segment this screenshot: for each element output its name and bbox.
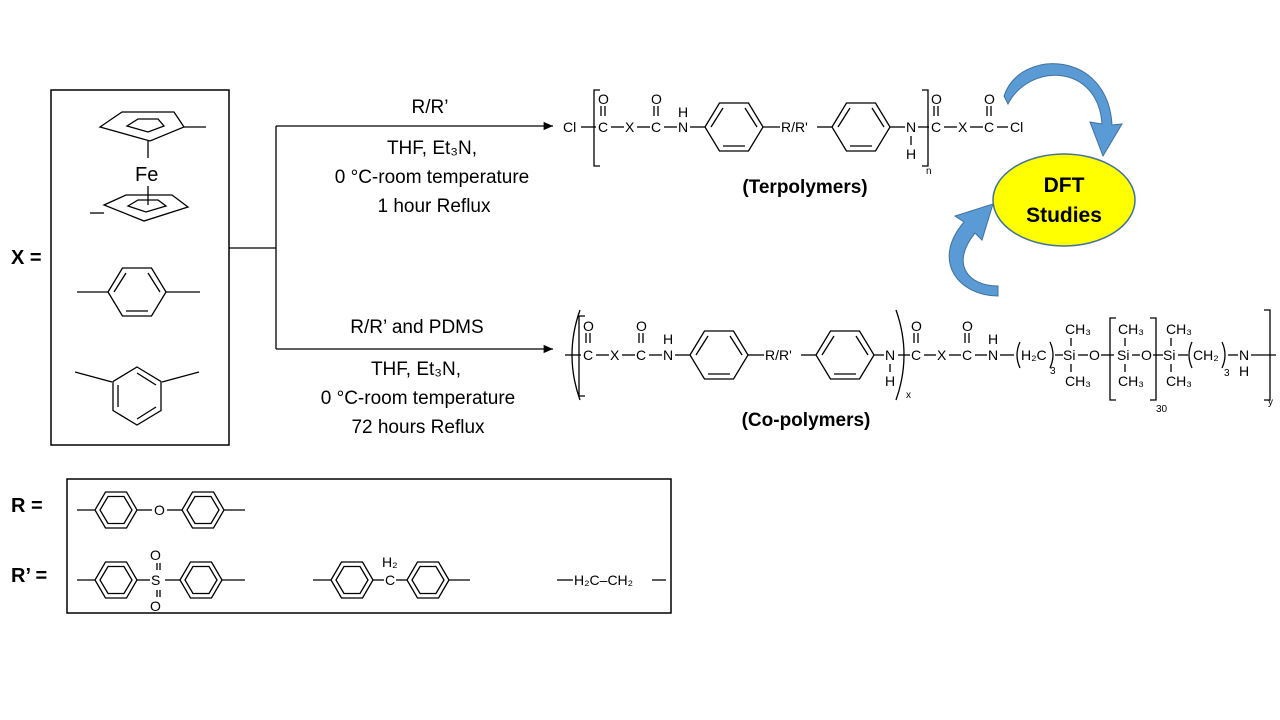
dft-curved-arrow-top [1003,63,1123,158]
svg-text:C: C [911,347,921,363]
svg-text:O: O [962,318,973,334]
terpolymer-caption: (Terpolymers) [742,177,867,198]
copolymer-structure: C O X C O N H R/R' N H x C O X C O N [565,309,1276,415]
svg-text:3: 3 [1224,368,1230,379]
top-condition-line-1: THF, Et₃N, [387,138,477,159]
svg-text:X: X [610,347,620,363]
svg-text:Cl: Cl [1010,119,1023,135]
dft-curved-arrow-bottom [948,203,999,297]
svg-text:Si: Si [1163,347,1175,363]
svg-text:CH₃: CH₃ [1118,373,1144,389]
svg-text:Si: Si [1063,347,1075,363]
dft-label-line-2: Studies [1026,204,1102,227]
svg-text:H: H [678,104,688,120]
svg-text:O: O [931,91,942,107]
svg-text:C: C [651,119,661,135]
svg-text:C: C [962,347,972,363]
svg-text:O: O [911,318,922,334]
svg-text:N: N [906,119,916,135]
svg-text:H: H [906,146,916,162]
svg-text:N: N [988,347,998,363]
svg-text:C: C [385,572,395,588]
svg-text:H: H [1239,363,1249,379]
svg-text:C: C [984,119,994,135]
bottom-condition-line-1: THF, Et₃N, [371,359,461,380]
bottom-condition-line-2: 0 °C-room temperature [321,388,516,409]
r-substituent-box [66,478,672,614]
r-definition-label: R = [11,495,43,517]
svg-text:H: H [885,373,895,389]
bottom-reagent-label: R/R’ and PDMS [350,317,483,338]
ferrocene-structure: Fe [90,111,206,222]
svg-text:O: O [984,91,995,107]
svg-text:C: C [598,119,608,135]
svg-text:C: C [931,119,941,135]
x-substituent-box [50,89,230,446]
svg-text:O: O [154,502,165,518]
svg-text:CH₂: CH₂ [1193,347,1219,363]
svg-text:X: X [625,119,635,135]
svg-text:X: X [958,119,968,135]
svg-text:O: O [636,318,647,334]
svg-text:CH₃: CH₃ [1065,373,1091,389]
svg-text:R/R': R/R' [765,347,792,363]
svg-text:CH₃: CH₃ [1118,321,1144,337]
svg-text:Cl: Cl [563,119,576,135]
diphenyl-sulfone-structure: S O O [77,547,245,614]
svg-text:H: H [988,331,998,347]
iron-label: Fe [135,164,158,186]
svg-text:C: C [583,347,593,363]
svg-text:CH₃: CH₃ [1166,373,1192,389]
ethylene-linker-structure: H₂C–CH₂ [557,572,666,588]
bottom-condition-line-3: 72 hours Reflux [351,417,485,438]
svg-text:n: n [926,166,932,177]
svg-text:O: O [598,91,609,107]
x-definition-label: X = [11,247,42,269]
svg-text:x: x [906,390,911,401]
svg-text:R/R': R/R' [781,119,808,135]
terpolymer-structure: Cl C O X C O N H R/R' N H n C O X C [563,89,1023,177]
top-reagent-label: R/R’ [412,97,449,118]
svg-text:Si: Si [1117,347,1129,363]
svg-text:CH₃: CH₃ [1166,321,1192,337]
svg-text:O: O [651,91,662,107]
top-condition-line-2: 0 °C-room temperature [335,167,530,188]
diphenylmethane-structure: C H₂ [313,554,470,599]
svg-text:H₂: H₂ [382,554,398,570]
r-prime-definition-label: R’ = [11,565,47,587]
top-condition-line-3: 1 hour Reflux [377,196,491,217]
reaction-arrows [229,121,553,354]
svg-text:O: O [150,598,161,614]
svg-text:CH₃: CH₃ [1065,321,1091,337]
svg-text:H₂C: H₂C [1021,347,1047,363]
diphenyl-ether-structure: O [77,491,245,529]
svg-text:X: X [937,347,947,363]
svg-text:N: N [663,347,673,363]
svg-text:O: O [150,547,161,563]
svg-text:H: H [663,331,673,347]
svg-text:N: N [885,347,895,363]
svg-text:30: 30 [1156,404,1168,415]
svg-text:H₂C–CH₂: H₂C–CH₂ [574,572,633,588]
dft-studies-bubble [992,153,1136,247]
svg-text:y: y [1268,397,1273,408]
svg-text:S: S [151,572,160,588]
svg-text:N: N [678,119,688,135]
svg-text:O: O [583,318,594,334]
para-phenylene-structure [77,267,200,317]
meta-phenylene-structure [74,366,200,426]
svg-text:O: O [1089,347,1100,363]
svg-text:O: O [1141,347,1152,363]
copolymer-caption: (Co-polymers) [742,410,871,431]
dft-label-line-1: DFT [1044,174,1085,197]
svg-text:N: N [1239,347,1249,363]
svg-text:C: C [636,347,646,363]
svg-text:3: 3 [1050,366,1056,377]
